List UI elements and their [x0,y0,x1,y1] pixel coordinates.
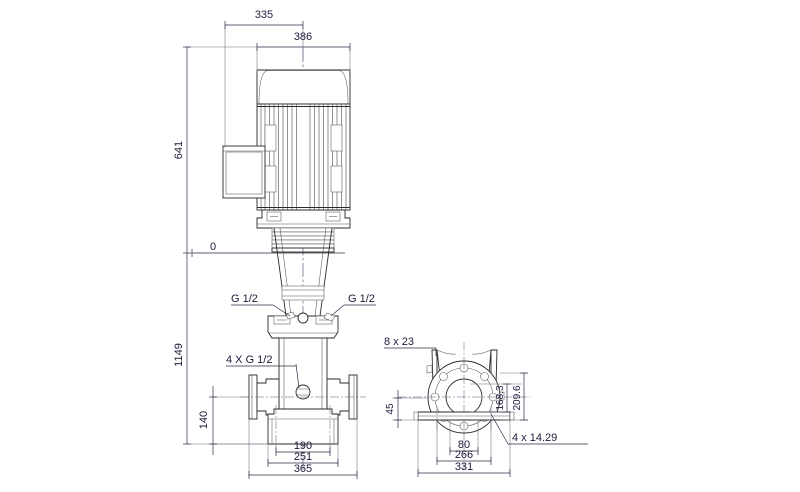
dim-base-width-365: 365 [248,419,358,479]
vent-port-left [285,311,296,320]
base-plate-edge-left [413,411,419,421]
callout-label-8x23: 8 x 23 [384,336,414,348]
dim-slot-inner-80: 80 [449,420,479,455]
dim-label-190: 190 [294,440,312,452]
coupling-plate-1 [271,227,335,233]
drain-callout-leader [295,363,300,389]
motor-panel-right-upper [330,124,343,152]
coupling-plate-2 [271,231,335,237]
dim-label-0: 0 [210,241,216,253]
dim-label-331: 331 [455,461,473,473]
motor-top-cap [256,69,351,105]
motor-fin-body [256,103,351,211]
guard-rail-left-inner [279,227,292,317]
dim-label-335: 335 [255,9,273,21]
side-base-view: 8 x 23 168.3 209.6 45 [384,336,588,477]
drain-plug-hatch [297,388,309,396]
motor-cooling-fins [260,104,347,210]
pump-flanges [240,374,366,420]
callout-label-vent-right: G 1/2 [348,293,375,305]
dim-label-251: 251 [294,451,312,463]
flange-bolt-hole-2 [480,372,489,381]
coupling-plate-5 [271,243,335,249]
base-body [267,408,339,445]
dim-motor-width-386: 386 [256,31,351,72]
dim-flange-od-2096: 209.6 [500,372,528,421]
dim-label-386: 386 [294,31,312,43]
callout-label-4x1429: 4 x 14.29 [512,432,557,444]
motor-panel-right-lower [330,165,343,193]
coupling-guard [271,227,335,317]
vent-plug-center [297,312,309,324]
guard-rail-left-outer [273,227,287,317]
flange-bolt-crosslines [427,360,501,434]
callout-vent-left: G 1/2 [231,293,291,317]
drain-plug [295,384,311,400]
dim-base-width-331: 331 [417,420,511,477]
dim-label-45: 45 [385,403,396,415]
callout-hole-4x1429: 4 x 14.29 [490,413,588,445]
dim-base-thickness-45: 45 [385,390,428,428]
dim-label-365: 365 [294,463,312,475]
callout-label-vent-left: G 1/2 [231,293,258,305]
dim-label-140: 140 [198,411,210,429]
dim-flange-pcd-1683: 168.3 [470,383,522,413]
dim-label-266: 266 [455,449,473,461]
motor-panel-left-lower [264,165,277,193]
dim-label-641: 641 [173,141,185,159]
motor-cap-fillet [258,70,349,105]
pump-head [267,311,339,339]
guard-rail-right-outer [319,227,333,317]
callout-slot-8x23: 8 x 23 [384,336,437,356]
dim-base-span-251: 251 [267,444,339,467]
front-elevation-view: 335 386 641 0 [173,9,376,479]
motor-panel-left-upper [264,124,277,152]
guard-rail-right-inner [314,227,327,317]
terminal-box-lid [225,151,263,195]
side-lug-left [426,364,433,374]
dim-flange-height-140: 140 [198,386,268,455]
dim-label-1149: 1149 [173,343,185,367]
base-plate-edge-right [509,411,515,421]
motor-assembly [222,69,351,229]
dim-label-80: 80 [458,439,470,451]
callout-drain-ports: 4 X G 1/2 [226,354,296,367]
pump-sleeve [278,337,328,410]
callout-vent-right: G 1/2 [330,293,376,317]
dim-label-2096: 209.6 [512,385,523,410]
flange-bolt-hole-8 [439,372,448,381]
dim-motor-offset-335: 335 [224,9,304,148]
dim-base-inner-190: 190 [275,440,331,456]
bracket-curve-left [436,349,457,355]
dim-label-1683: 168.3 [495,385,506,410]
dim-bolt-span-266: 266 [436,420,492,465]
coupling-plate-6 [271,247,335,253]
shaft-housing-band [281,285,325,301]
motor-terminal-box [222,145,266,199]
bracket-curve-right [471,349,492,355]
callout-label-drain-ports: 4 X G 1/2 [226,354,272,366]
